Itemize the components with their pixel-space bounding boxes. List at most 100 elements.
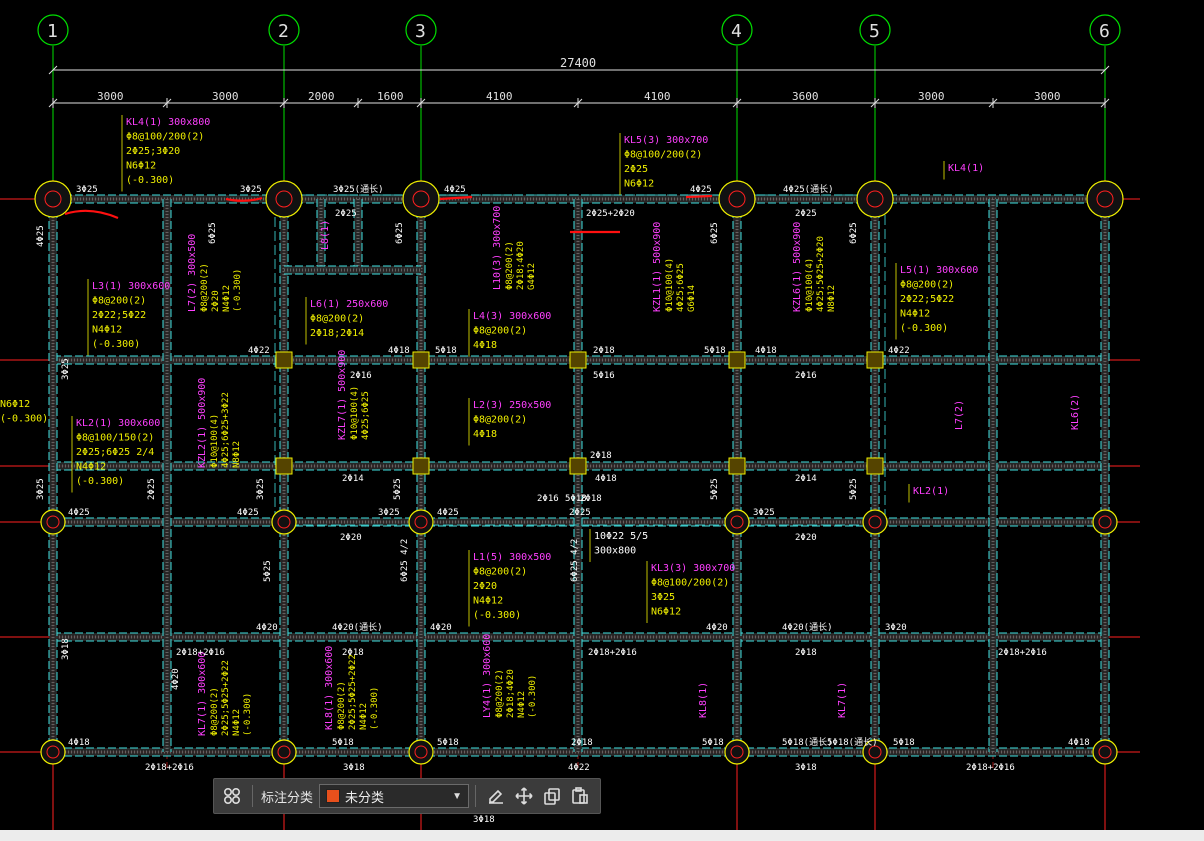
rebar-mark: 2Φ18+2Φ16: [145, 763, 194, 773]
vertical-beam-spec: (-0.300): [233, 269, 243, 312]
column-core: [868, 745, 882, 759]
column-square: [412, 351, 430, 369]
rebar-mark: 5Φ18: [332, 738, 354, 748]
rebar-mark: 2Φ18: [593, 346, 615, 356]
rebar-mark: 5Φ25: [849, 478, 859, 500]
beam-label-line: N4Φ12: [900, 309, 930, 320]
column-core: [44, 190, 62, 208]
vertical-beam-spec: 2Φ18;4Φ20: [506, 669, 516, 718]
beam-label-line: 3Φ25: [651, 592, 675, 603]
rebar-mark: 3Φ18: [343, 763, 365, 773]
dim-slash: [279, 98, 289, 108]
vertical-beam-label: KL6(2): [1070, 394, 1081, 430]
dim-slash: [162, 98, 172, 108]
beam-label-line: N6Φ12: [624, 179, 654, 190]
column-circle: [862, 739, 888, 765]
rebar-mark: 2Φ18: [571, 738, 593, 748]
beam-label-line: (-0.300): [76, 476, 124, 487]
column-circle: [862, 509, 888, 535]
beam-label-line: L4(3) 300x600: [473, 311, 551, 322]
dim-slash: [870, 98, 880, 108]
vertical-beam-spec: N4Φ12: [517, 691, 527, 718]
column-core: [46, 745, 60, 759]
vertical-beam-label: KL8(1) 300x600: [324, 646, 335, 730]
column-square: [866, 457, 884, 475]
edit-icon[interactable]: [482, 782, 510, 810]
vertical-beam-spec: N8Φ12: [827, 285, 837, 312]
axis-number: 2: [278, 21, 289, 42]
vertical-beam-spec: 4Φ25;6Φ25: [361, 391, 371, 440]
column-square: [728, 457, 746, 475]
vertical-beam-label: KZL7(1) 500x900: [337, 350, 348, 440]
rebar-mark: 4Φ25: [444, 185, 466, 195]
vertical-beam-spec: Φ8@200(2): [210, 687, 220, 736]
category-selected-value: 未分类: [345, 789, 385, 805]
beam-label-line: KL4(1): [948, 163, 984, 174]
rebar-mark: 5Φ18: [565, 494, 587, 504]
column-core: [730, 745, 744, 759]
beam-label-line: 2Φ25;3Φ20: [126, 146, 180, 157]
beam-label-line: Φ8@200(2): [900, 280, 954, 291]
paste-icon[interactable]: [566, 782, 594, 810]
rebar-mark: 5Φ18: [893, 738, 915, 748]
beam-label-line: 2Φ18;2Φ14: [310, 328, 364, 339]
beam-label-line: KL3(3) 300x700: [651, 563, 735, 574]
beam-label-line: 2Φ22;5Φ22: [900, 294, 954, 305]
column-circle: [1092, 739, 1118, 765]
vertical-beam-spec: Φ8@200(2): [495, 669, 505, 718]
rebar-mark: 4Φ18: [388, 346, 410, 356]
vertical-beam-label: KZL1(1) 500x900: [652, 222, 663, 312]
rebar-mark: 4Φ25: [36, 225, 46, 247]
status-strip: [0, 830, 1204, 841]
axis-number: 6: [1099, 21, 1110, 42]
beam-label-line: L6(1) 250x600: [310, 299, 388, 310]
beam-label-line: Φ8@100/200(2): [624, 150, 702, 161]
rebar-mark: 3Φ25: [61, 358, 71, 380]
rebar-mark: 4Φ25: [690, 185, 712, 195]
move-icon[interactable]: [510, 782, 538, 810]
rebar-mark: 3Φ25: [378, 508, 400, 518]
rebar-mark: 5Φ16: [593, 371, 615, 381]
column-core: [1098, 745, 1112, 759]
beam-label-line: KL2(1): [913, 486, 949, 497]
annotation-category-label: 标注分类: [261, 789, 314, 805]
beam-label-line: 2Φ20: [473, 581, 497, 592]
dim-slash: [353, 98, 363, 108]
grid-apps-icon[interactable]: [218, 782, 246, 810]
beam-label-line: N4Φ12: [473, 596, 503, 607]
axis-number: 5: [869, 21, 880, 42]
rebar-mark: 5Φ18: [437, 738, 459, 748]
toolbar-separator: [475, 785, 477, 807]
total-dimension-text: 27400: [560, 56, 596, 70]
beam-label-line: 2Φ25: [624, 164, 648, 175]
rebar-mark: 5Φ25: [393, 478, 403, 500]
rebar-mark: 3Φ25: [36, 478, 46, 500]
annotation-category-select[interactable]: 未分类 ▼: [319, 784, 470, 808]
column-core: [1096, 190, 1114, 208]
rebar-mark: 6Φ25 4/2: [570, 539, 580, 582]
beam-band: [284, 266, 421, 274]
beam-label-line: 300x800: [594, 546, 636, 557]
span-dimension-text: 2000: [308, 90, 335, 103]
category-color-swatch: [326, 789, 341, 803]
toolbar-separator: [252, 785, 253, 807]
column-square: [412, 457, 430, 475]
beam-label-line: N6Φ12: [651, 607, 681, 618]
column-circle: [724, 509, 750, 535]
span-dimension-text: 3600: [792, 90, 819, 103]
span-dimension-text: 3000: [1034, 90, 1061, 103]
beam-label-line: 4Φ18: [473, 340, 497, 351]
beam-label-line: Φ8@200(2): [310, 314, 364, 325]
beam-label-line: N6Φ12: [126, 161, 156, 172]
vertical-beam-spec: 4Φ25;5Φ25+2Φ20: [816, 236, 826, 312]
markup-stroke: [685, 194, 713, 199]
beam-label-line: Φ8@200(2): [473, 415, 527, 426]
vertical-beam-label: L7(2): [954, 400, 965, 430]
rebar-mark: 4Φ20(通长): [332, 621, 383, 633]
column-square: [275, 457, 293, 475]
beam-label-line: Φ8@200(2): [473, 326, 527, 337]
copy-icon[interactable]: [538, 782, 566, 810]
